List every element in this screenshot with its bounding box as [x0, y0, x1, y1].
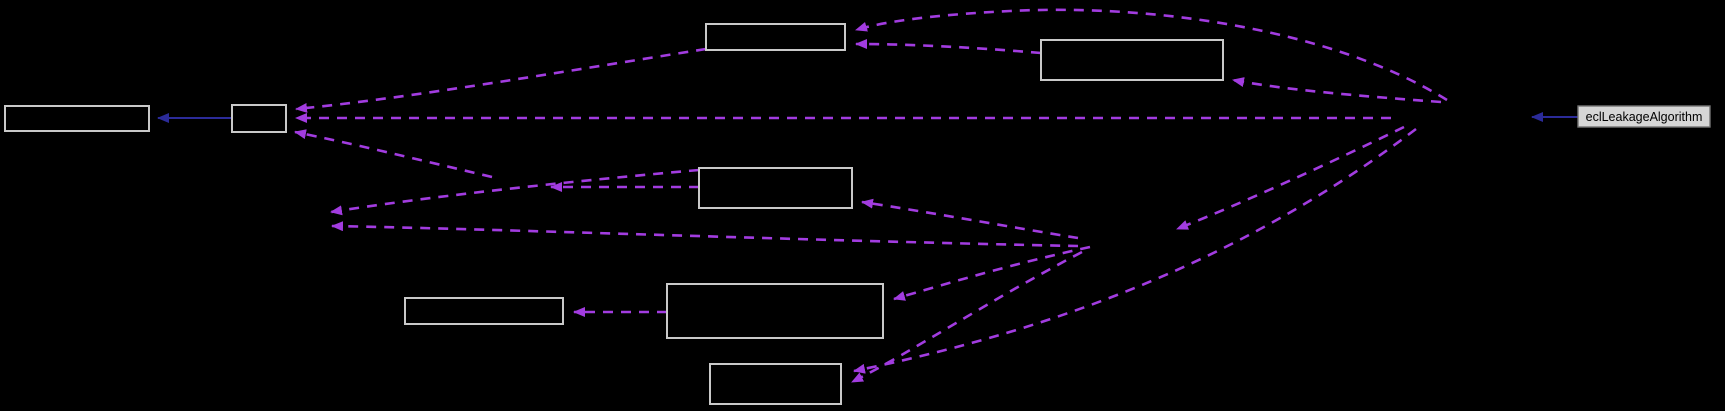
- edge-hub-to-bottom-upper: [853, 127, 1417, 374]
- label-node-box[interactable]: [1577, 105, 1711, 128]
- edge-fork-to-left-long: [331, 221, 1079, 248]
- nodes-layer: [4, 23, 1224, 405]
- graph-node-box-big[interactable]: [666, 283, 884, 339]
- edge-fork-to-middle-corner: [861, 198, 1079, 240]
- edge-fork-to-big: [893, 245, 1091, 301]
- graph-node-box-top[interactable]: [705, 23, 846, 51]
- edge-diag-to-small-bottom: [294, 129, 493, 179]
- graph-node-box-top-right[interactable]: [1040, 39, 1224, 81]
- graph-node-box-middle[interactable]: [698, 167, 853, 209]
- edges-layer: [157, 8, 1578, 384]
- edge-fork-to-bottom-lower: [851, 250, 1083, 384]
- edge-hub-to-fork: [1176, 125, 1405, 231]
- label-node-ecl-leakage-algorithm[interactable]: eclLeakageAlgorithm: [1577, 105, 1711, 128]
- graph-node-box-small[interactable]: [231, 104, 287, 133]
- edge-top-to-small: [295, 47, 707, 113]
- graph-node-box-left[interactable]: [4, 105, 150, 132]
- edge-hub-to-top-arc: [855, 8, 1448, 102]
- graph-node-box-bottom[interactable]: [709, 363, 842, 405]
- graph-node-box-bottom-left[interactable]: [404, 297, 564, 325]
- edge-middle-to-left-diag: [330, 168, 700, 216]
- label-node-text: eclLeakageAlgorithm: [1586, 110, 1703, 124]
- edge-topright-to-top: [855, 39, 1042, 55]
- edge-hub-to-topright: [1232, 77, 1442, 104]
